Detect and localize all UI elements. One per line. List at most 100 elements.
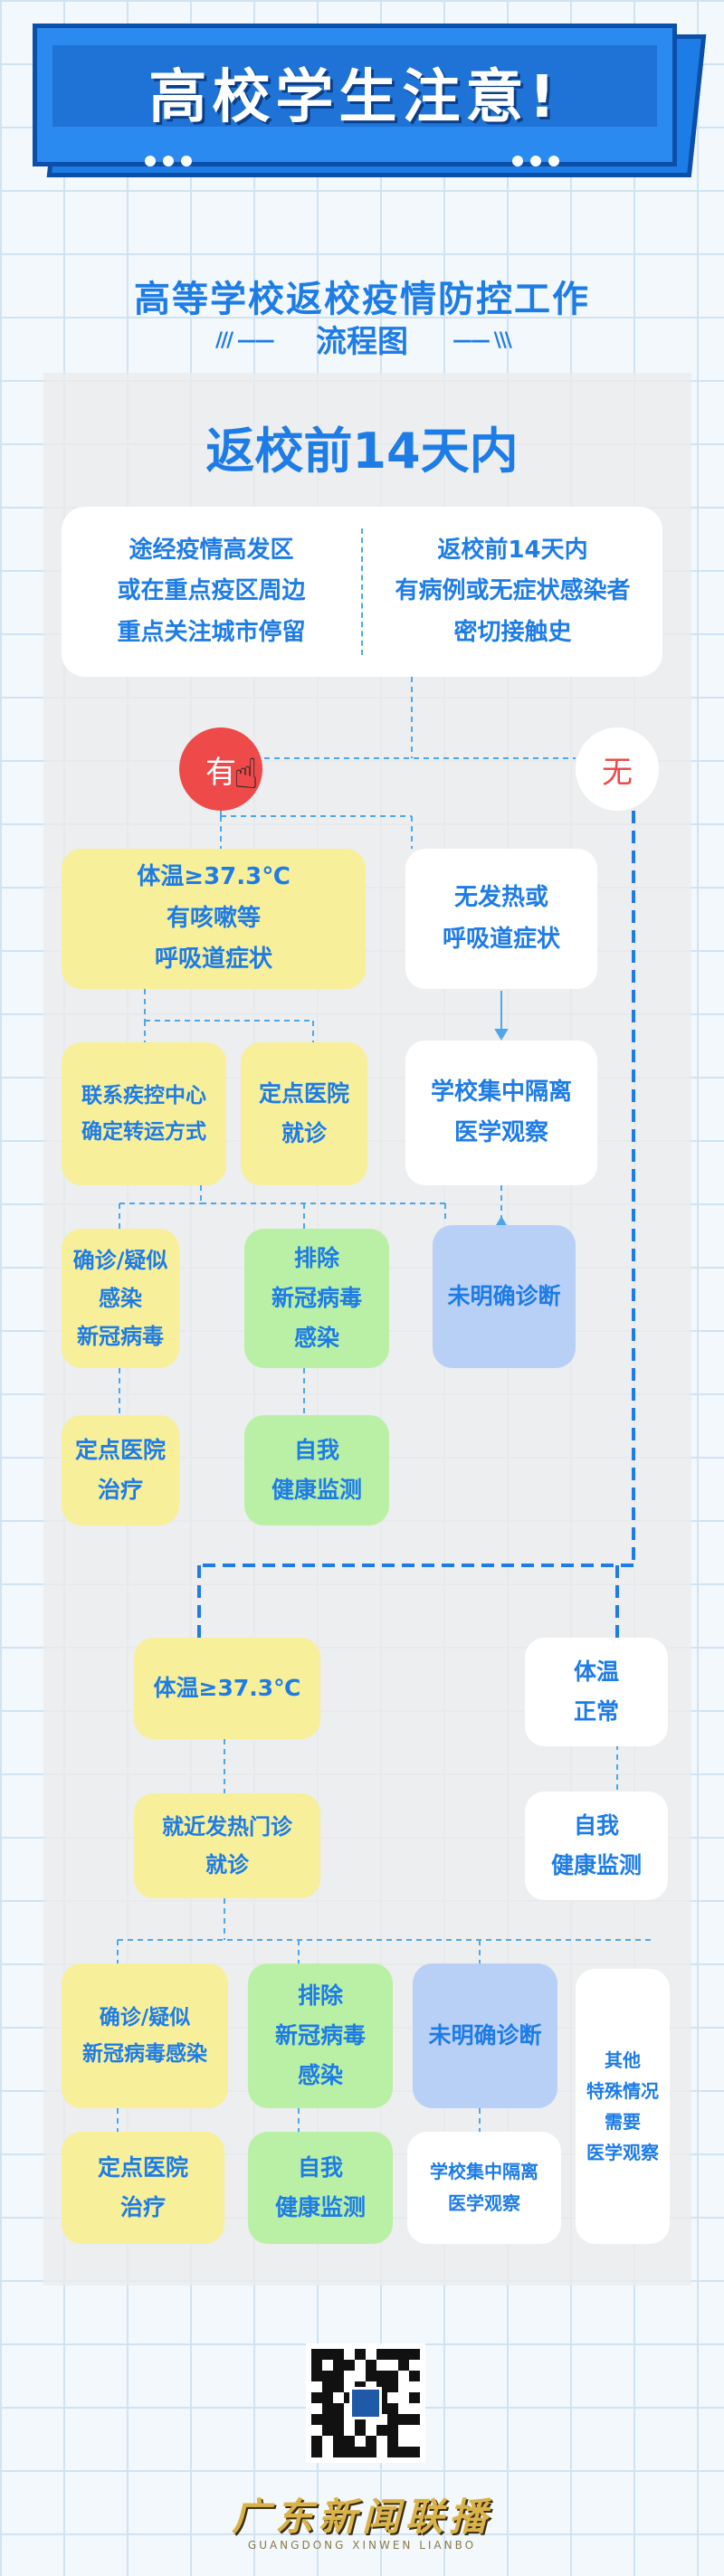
- qr-module: [409, 2392, 420, 2403]
- qr-module: [376, 2436, 387, 2447]
- qr-module: [355, 2360, 366, 2371]
- special-line: 特殊情况: [586, 2080, 659, 2102]
- subtitle: 高等学校返校疫情防控工作: [134, 279, 590, 320]
- symptom-box: 体温≥37.3℃ 有咳嗽等 呼吸道症状: [62, 849, 366, 989]
- hospital-visit-line: 定点医院: [258, 1080, 349, 1107]
- fever-clinic-box: 就近发热门诊 就诊: [134, 1793, 320, 1898]
- qr-module: [376, 2425, 387, 2436]
- qr-module: [333, 2436, 344, 2447]
- qr-module: [398, 2436, 409, 2447]
- qr-module: [376, 2447, 387, 2457]
- qr-module: [387, 2381, 398, 2392]
- treatment-line: 定点医院: [97, 2154, 188, 2182]
- qr-module: [355, 2371, 366, 2381]
- qr-module: [344, 2349, 355, 2360]
- criteria-box: 途经疫情高发区 或在重点疫区周边 重点关注城市停留 返校前14天内 有病例或无症…: [62, 507, 662, 677]
- qr-module: [387, 2392, 398, 2403]
- qr-module: [355, 2425, 366, 2436]
- qr-module: [409, 2414, 420, 2425]
- qr-module: [398, 2392, 409, 2403]
- qr-module: [376, 2371, 387, 2381]
- special-cases-box: 其他 特殊情况 需要 医学观察: [576, 1969, 670, 2244]
- qr-module: [409, 2436, 420, 2447]
- qr-module: [311, 2392, 322, 2403]
- excluded-box: 排除 新冠病毒 感染: [244, 1229, 389, 1368]
- no-fever-line: 无发热或: [453, 884, 548, 911]
- qr-module: [387, 2436, 398, 2447]
- no-fever-line: 呼吸道症状: [442, 925, 560, 953]
- qr-module: [311, 2425, 322, 2436]
- special-line: 需要: [605, 2111, 641, 2133]
- qr-module: [387, 2414, 398, 2425]
- qr-module: [376, 2360, 387, 2371]
- decor-dots-right: [512, 156, 579, 168]
- qr-module: [322, 2414, 333, 2425]
- qr-logo-icon: [349, 2387, 382, 2419]
- qr-module: [344, 2425, 355, 2436]
- excluded-line: 感染: [293, 1324, 339, 1351]
- treatment-box: 定点医院 治疗: [62, 1415, 179, 1526]
- qr-module: [311, 2349, 322, 2360]
- qr-module: [376, 2349, 387, 2360]
- qr-module: [322, 2447, 333, 2457]
- qr-module: [311, 2371, 322, 2381]
- qr-module: [409, 2425, 420, 2436]
- criteria-right-line: 密切接触史: [453, 618, 572, 646]
- qr-module: [355, 2349, 366, 2360]
- qr-module: [366, 2371, 376, 2381]
- qr-module: [322, 2403, 333, 2414]
- contact-cdc-line: 联系疾控中心: [81, 1083, 206, 1107]
- temp-normal-box: 体温 正常: [525, 1638, 668, 1746]
- criteria-left-line: 重点关注城市停留: [117, 618, 306, 646]
- quarantine-box: 学校集中隔离 医学观察: [405, 1041, 597, 1185]
- qr-module: [322, 2436, 333, 2447]
- fever-box: 体温≥37.3℃: [134, 1638, 320, 1739]
- confirmed-box: 确诊/疑似 感染 新冠病毒: [62, 1229, 179, 1368]
- contact-cdc-box: 联系疾控中心 确定转运方式: [62, 1042, 226, 1185]
- title-banner-inner: [52, 45, 657, 127]
- qr-module: [387, 2360, 398, 2371]
- qr-module: [366, 2436, 376, 2447]
- hospital-visit-box: 定点医院 就诊: [241, 1042, 367, 1185]
- excluded-line: 新冠病毒: [271, 1285, 362, 1312]
- qr-module: [398, 2447, 409, 2457]
- fever-label: 体温≥37.3℃: [153, 1675, 301, 1702]
- qr-module: [366, 2425, 376, 2436]
- criteria-right-line: 有病例或无症状感染者: [395, 577, 631, 605]
- undiagnosed-label: 未明确诊断: [428, 2022, 542, 2049]
- criteria-left-line: 或在重点疫区周边: [117, 577, 306, 605]
- qr-module: [344, 2371, 355, 2381]
- self-monitor-box-3: 自我 健康监测: [248, 2132, 393, 2244]
- confirmed-line: 感染: [98, 1286, 142, 1311]
- excluded-line: 感染: [297, 2061, 343, 2088]
- undiagnosed-box-2: 未明确诊断: [413, 1963, 557, 2108]
- qr-module: [311, 2403, 322, 2414]
- qr-module: [322, 2360, 333, 2371]
- qr-module: [398, 2381, 409, 2392]
- excluded-line: 排除: [297, 1982, 343, 2010]
- qr-module: [409, 2447, 420, 2457]
- qr-module: [311, 2360, 322, 2371]
- undiagnosed-box: 未明确诊断: [433, 1225, 576, 1368]
- self-monitor-line: 自我: [293, 1437, 339, 1464]
- quarantine-box-2: 学校集中隔离 医学观察: [407, 2132, 561, 2244]
- symptom-line: 有咳嗽等: [166, 904, 261, 932]
- branch-yes: 有: [179, 727, 262, 811]
- qr-module: [409, 2360, 420, 2371]
- qr-module: [333, 2371, 344, 2381]
- quarantine-line: 学校集中隔离: [430, 1078, 572, 1106]
- excluded-box-2: 排除 新冠病毒 感染: [248, 1963, 393, 2108]
- qr-module: [387, 2371, 398, 2381]
- treatment-line: 定点医院: [74, 1437, 166, 1464]
- qr-module: [366, 2360, 376, 2371]
- confirmed-line: 新冠病毒感染: [82, 2042, 207, 2066]
- contact-cdc-line: 确定转运方式: [81, 1120, 206, 1144]
- fever-clinic-line: 就诊: [205, 1852, 249, 1877]
- criteria-divider: [361, 528, 363, 655]
- qr-module: [344, 2436, 355, 2447]
- qr-module: [333, 2349, 344, 2360]
- decor-dots-left: [145, 156, 212, 168]
- temp-normal-line: 正常: [573, 1698, 619, 1725]
- symptom-line: 体温≥37.3℃: [137, 863, 291, 891]
- brand-logo-subtitle: GUANGDONG XINWEN LIANBO: [247, 2539, 477, 2552]
